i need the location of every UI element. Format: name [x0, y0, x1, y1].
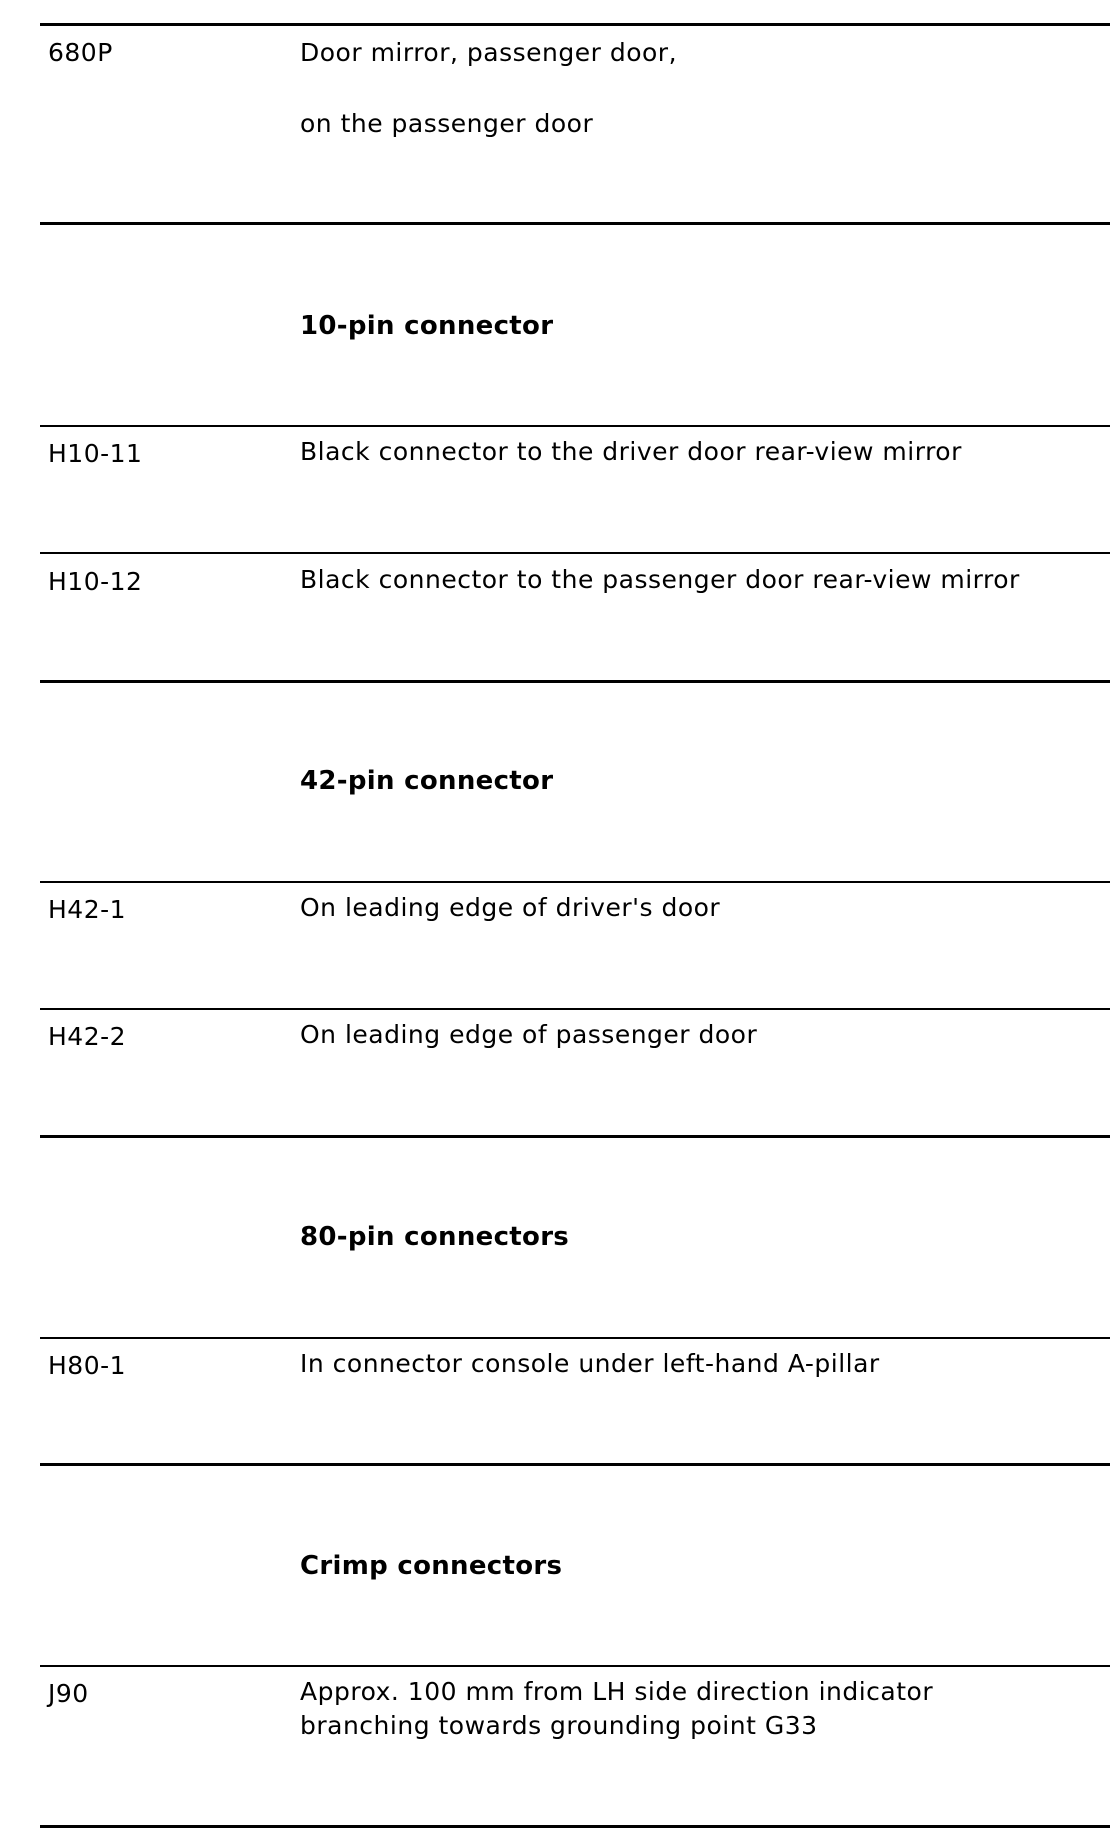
table-rule — [40, 1008, 1110, 1010]
table-rule — [40, 1665, 1110, 1667]
table-rule — [40, 1135, 1110, 1138]
table-rule — [40, 680, 1110, 683]
connector-code: H10-12 — [48, 567, 143, 596]
connector-description: Black connector to the passenger door re… — [300, 565, 1020, 594]
table-rule — [40, 425, 1110, 427]
table-rule — [40, 23, 1110, 26]
connector-code: H10-11 — [48, 439, 143, 468]
connector-code: J90 — [48, 1679, 89, 1708]
connector-code: H80-1 — [48, 1351, 127, 1380]
connector-code: H42-1 — [48, 895, 127, 924]
connector-description: On leading edge of driver's door — [300, 893, 721, 922]
table-rule — [40, 222, 1110, 225]
connector-description: On leading edge of passenger door — [300, 1020, 758, 1049]
component-description-line-2: on the passenger door — [300, 109, 594, 138]
section-heading-10-pin: 10-pin connector — [300, 311, 554, 341]
table-rule — [40, 1825, 1110, 1828]
component-description-line-1: Door mirror, passenger door, — [300, 38, 678, 67]
connector-code: H42-2 — [48, 1022, 127, 1051]
section-heading-42-pin: 42-pin connector — [300, 766, 554, 796]
table-rule — [40, 881, 1110, 883]
connector-description-line-2: branching towards grounding point G33 — [300, 1711, 818, 1740]
table-rule — [40, 552, 1110, 554]
section-heading-80-pin: 80-pin connectors — [300, 1222, 570, 1252]
connector-description: In connector console under left-hand A-p… — [300, 1349, 880, 1378]
table-rule — [40, 1463, 1110, 1466]
connector-description-line-1: Approx. 100 mm from LH side direction in… — [300, 1677, 934, 1706]
connector-description: Black connector to the driver door rear-… — [300, 437, 962, 466]
component-code: 680P — [48, 38, 113, 67]
section-heading-crimp: Crimp connectors — [300, 1551, 563, 1581]
table-rule — [40, 1337, 1110, 1339]
